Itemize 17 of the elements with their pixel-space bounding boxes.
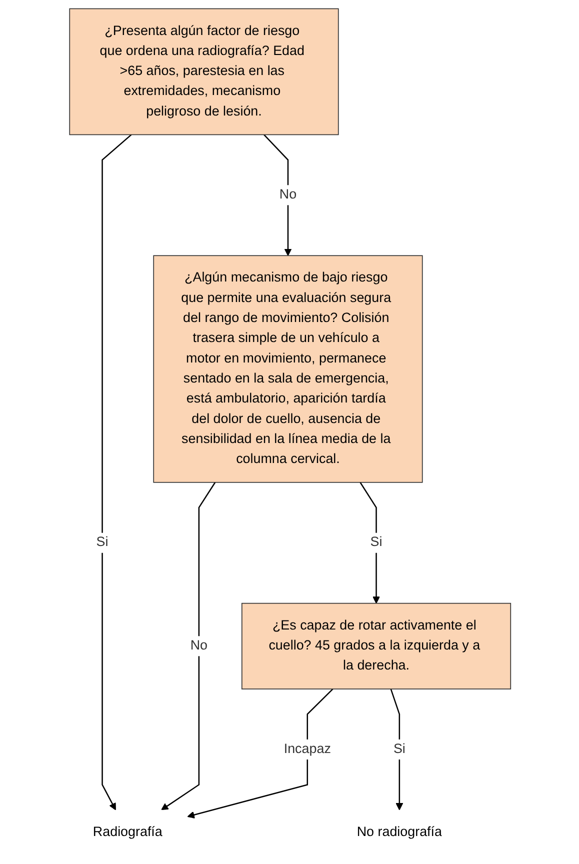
node-text: Radiografía xyxy=(93,825,163,840)
node-text: No radiografía xyxy=(357,825,442,840)
arrow xyxy=(360,482,380,604)
edge-label: Si xyxy=(370,535,383,550)
arrow xyxy=(188,688,334,818)
edge-label: Si xyxy=(96,535,109,550)
arrow xyxy=(264,134,292,256)
edge-label: Si xyxy=(394,742,406,756)
node-box: ¿Es capaz de rotar activamente el cuello? 45 grados a la izquierda y a la derecha. xyxy=(242,602,512,690)
arrow xyxy=(161,482,216,810)
edge-label: No xyxy=(280,188,297,202)
arrow xyxy=(390,688,404,810)
node-box: ¿Presenta algún factor de riesgo que ordena una radiografía? Edad >65 años, parestesia en las extremidades, mecanismo peligroso de lesión. xyxy=(70,8,340,136)
node-box: ¿Algún mecanismo de bajo riesgo que permite una evaluación segura del rango de movimiento? Colisión trasera simple de un vehículo a motor en movimiento, permanece sentado en la sala de emergencia, está ambulatorio, aparición tardía del dolor de cuello, ausencia de sensibilidad en la línea media de la columna cervical. xyxy=(154,255,424,483)
edge-label: Incapaz xyxy=(284,742,332,756)
edge-label: No xyxy=(190,638,208,653)
arrow xyxy=(102,134,132,810)
